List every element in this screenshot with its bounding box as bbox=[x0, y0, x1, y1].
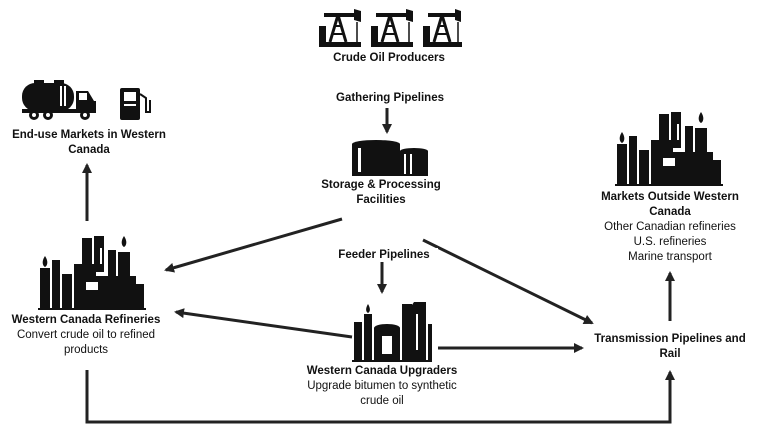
upgrader-icon bbox=[352, 302, 432, 362]
transmission-node: Transmission Pipelines and Rail bbox=[590, 332, 750, 362]
refineries-subtitle: Convert crude oil to refined products bbox=[16, 329, 156, 356]
markets-outside-title: Markets Outside Western Canada bbox=[601, 191, 739, 218]
markets-outside-item: Marine transport bbox=[628, 251, 712, 263]
arrow-storage-to-transmission bbox=[422, 238, 594, 325]
storage-tanks-icon bbox=[352, 140, 428, 176]
arrow-storage-to-refineries bbox=[164, 217, 343, 273]
upgraders-title: Western Canada Upgraders bbox=[306, 365, 458, 377]
markets-outside-item: Other Canadian refineries bbox=[604, 221, 736, 233]
tanker-truck-gas-pump-icon bbox=[22, 80, 151, 120]
end-use-markets-title: End-use Markets in Western Canada bbox=[12, 129, 166, 156]
feeder-pipelines-label: Feeder Pipelines bbox=[330, 248, 438, 262]
western-canada-refineries-node: Western Canada Refineries Convert crude … bbox=[0, 313, 172, 358]
end-use-markets-node: End-use Markets in Western Canada bbox=[4, 128, 174, 158]
upgraders-subtitle: Upgrade bitumen to synthetic crude oil bbox=[307, 380, 457, 407]
markets-outside-node: Markets Outside Western Canada Other Can… bbox=[588, 190, 752, 265]
storage-processing-title: Storage & Processing Facilities bbox=[321, 179, 441, 206]
refinery-icon bbox=[38, 236, 146, 310]
arrow-upgraders-to-refineries bbox=[174, 308, 353, 339]
western-canada-upgraders-node: Western Canada Upgraders Upgrade bitumen… bbox=[302, 364, 462, 409]
crude-oil-producers-node: Crude Oil Producers bbox=[314, 51, 464, 66]
markets-outside-item: U.S. refineries bbox=[633, 236, 707, 248]
refinery-icon bbox=[615, 112, 723, 186]
gathering-pipelines-label: Gathering Pipelines bbox=[330, 91, 450, 105]
transmission-title: Transmission Pipelines and Rail bbox=[594, 333, 746, 360]
pumpjack-icon bbox=[319, 9, 462, 47]
crude-oil-producers-title: Crude Oil Producers bbox=[333, 52, 445, 64]
arrow-refineries-to-transmission bbox=[85, 370, 675, 424]
storage-processing-node: Storage & Processing Facilities bbox=[306, 178, 456, 208]
refineries-title: Western Canada Refineries bbox=[11, 314, 161, 326]
